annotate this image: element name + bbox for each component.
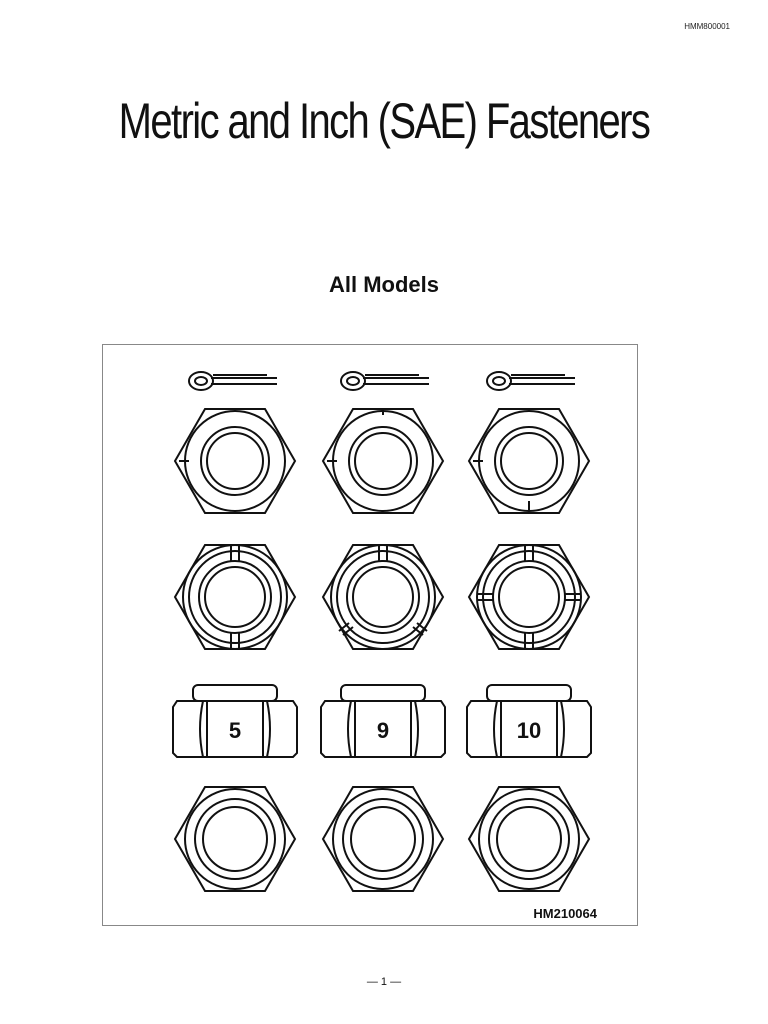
cotter-pin-icon xyxy=(486,371,575,391)
graded-nut-side-icon xyxy=(172,684,298,758)
grade-marking: 10 xyxy=(517,718,541,743)
slotted-nut-icon xyxy=(467,544,591,650)
graded-nut-side-icon xyxy=(466,684,592,758)
page-title: Metric and Inch (SAE) Fasteners xyxy=(118,93,651,149)
grade-marking: 5 xyxy=(229,718,241,743)
cotter-pin-icon xyxy=(340,371,429,391)
grade-marking: 9 xyxy=(377,718,389,743)
slotted-nut-icon xyxy=(321,544,445,650)
hex-nut-icon xyxy=(467,408,591,514)
hex-nut-icon xyxy=(173,408,297,514)
page-number: — 1 — xyxy=(366,976,402,988)
document-code: HMM800001 xyxy=(684,22,730,31)
figure-label: HM210064 xyxy=(533,906,597,921)
fasteners-illustration: 5 9 10 xyxy=(172,371,592,892)
hex-nut-icon xyxy=(321,786,445,892)
fasteners-figure: 5 9 10 HM210064 xyxy=(102,344,638,926)
hex-nut-icon xyxy=(321,408,445,514)
hex-nut-icon xyxy=(173,786,297,892)
cotter-pin-icon xyxy=(188,371,277,391)
hex-nut-icon xyxy=(467,786,591,892)
slotted-nut-icon xyxy=(173,544,297,650)
page-subtitle: All Models xyxy=(328,272,439,297)
graded-nut-side-icon xyxy=(320,684,446,758)
